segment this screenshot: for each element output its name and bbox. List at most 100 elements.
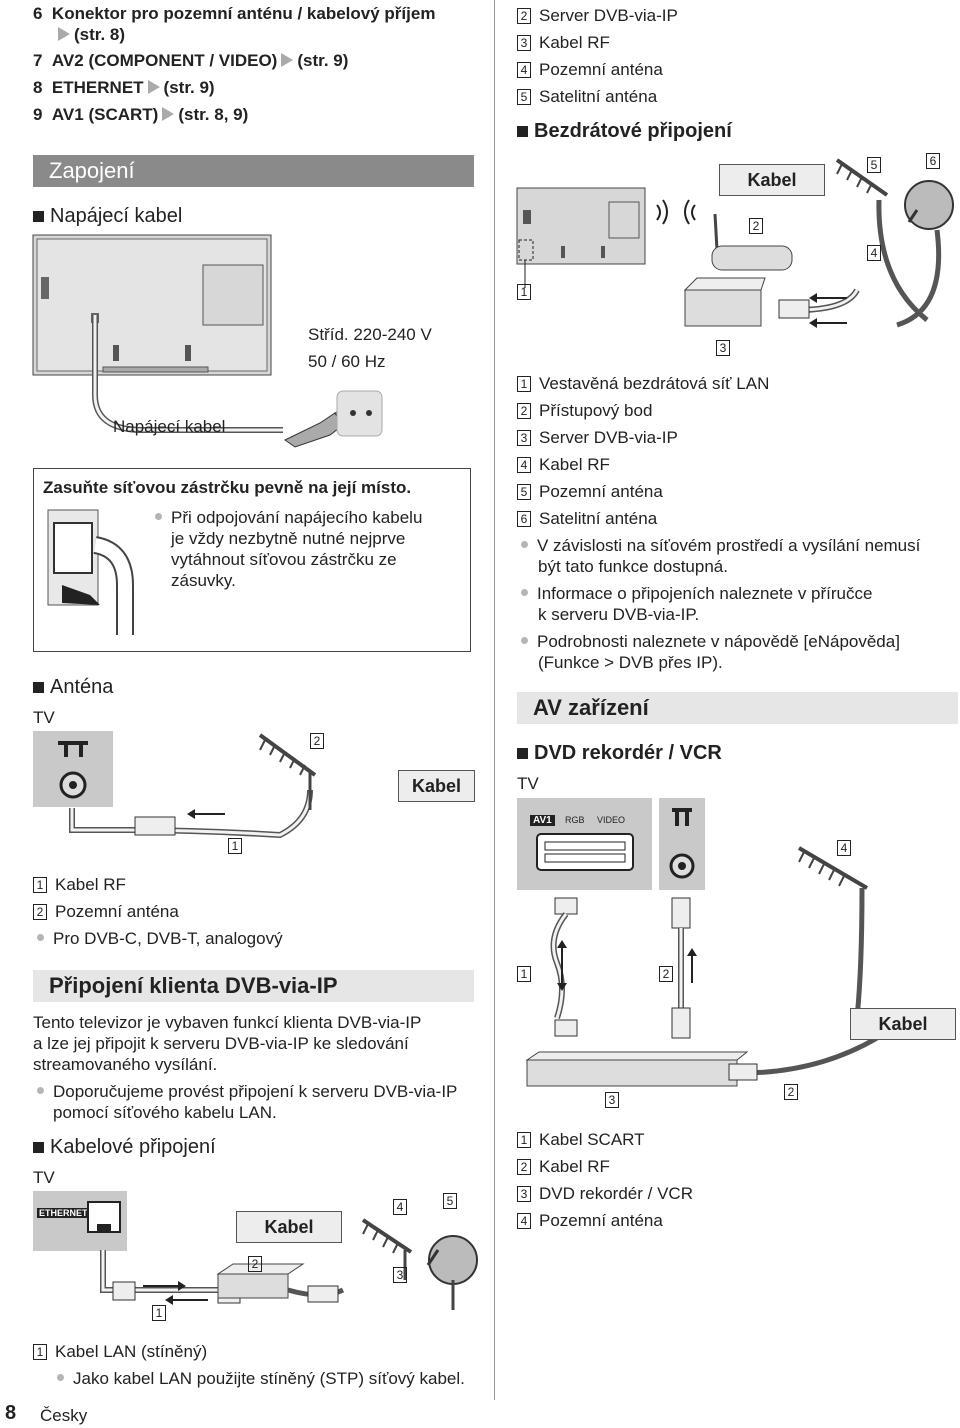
wired-label-1: 1 bbox=[152, 1305, 174, 1323]
wireless-label-1: 1 bbox=[517, 284, 539, 302]
power-box-title: Zasuňte síťovou zástrčku pevně na její m… bbox=[43, 478, 412, 497]
dvd-label-2b: 2 bbox=[784, 1084, 806, 1102]
top-list-item-7: 7 AV2 (COMPONENT / VIDEO)(str. 9) bbox=[33, 51, 349, 70]
dvb-ip-intro-1: Tento televizor je vybaven funkcí klient… bbox=[33, 1013, 422, 1032]
heading-napajeci-kabel: Napájecí kabel bbox=[33, 206, 182, 227]
dvd-diagram bbox=[525, 808, 879, 1087]
bullet-icon bbox=[37, 1087, 44, 1094]
arrow-right-icon bbox=[162, 107, 175, 121]
power-box-note-line-3: vytáhnout síťovou zástrčku ze bbox=[171, 550, 397, 569]
wired-label-2: 2 bbox=[248, 1256, 270, 1274]
square-bullet-icon bbox=[33, 1142, 44, 1153]
top-list-item-6: 6 Konektor pro pozemní anténu / kabelový… bbox=[33, 4, 436, 23]
wireless-label-5: 5 bbox=[867, 157, 889, 175]
dvd-kabel-box: Kabel bbox=[850, 1008, 956, 1040]
heading-kabelove: Kabelové připojení bbox=[33, 1137, 216, 1158]
bullet-icon bbox=[521, 637, 528, 644]
wireless-bullet-3a: Podrobnosti naleznete v nápovědě [eNápov… bbox=[521, 631, 900, 652]
square-bullet-icon bbox=[33, 211, 44, 222]
dvb-ip-intro-3: streamovaného vysílání. bbox=[33, 1055, 218, 1074]
dvd-label-3: 3 bbox=[605, 1092, 627, 1110]
heading-dvd: DVD rekordér / VCR bbox=[517, 743, 722, 764]
wired-label-3: 3 bbox=[393, 1267, 415, 1285]
dvb-ip-bullet-2: pomocí síťového kabelu LAN. bbox=[53, 1103, 277, 1122]
square-bullet-icon bbox=[33, 682, 44, 693]
dvd-label-2: 2 bbox=[659, 966, 681, 984]
page-language: Česky bbox=[40, 1406, 88, 1425]
power-cable-label: Napájecí kabel bbox=[113, 417, 226, 436]
top-list-item-9: 9 AV1 (SCART)(str. 8, 9) bbox=[33, 105, 249, 124]
antenna-connector-panel bbox=[33, 731, 113, 807]
square-bullet-icon bbox=[517, 748, 528, 759]
dvb-ip-intro-2: a lze jej připojit k serveru DVB-via-IP … bbox=[33, 1034, 409, 1053]
top-list-item-8: 8 ETHERNET(str. 9) bbox=[33, 78, 215, 97]
wireless-bullet-1b: být tato funkce dostupná. bbox=[538, 557, 728, 576]
arrow-right-icon bbox=[147, 80, 160, 94]
antena-tv-label: TV bbox=[33, 708, 55, 727]
dvd-label-1: 1 bbox=[517, 966, 539, 984]
antenna-label-1: 1 bbox=[228, 838, 250, 856]
wired-diagram bbox=[87, 1201, 478, 1310]
dvb-ip-bullet-1: Doporučujeme provést připojení k serveru… bbox=[37, 1081, 457, 1102]
section-bar-av-zarizeni: AV zařízení bbox=[517, 692, 958, 724]
bullet-icon bbox=[155, 513, 162, 520]
socket-plug-illustration bbox=[47, 509, 134, 635]
power-instruction-box bbox=[33, 468, 471, 652]
column-divider bbox=[494, 0, 495, 1400]
wireless-bullet-2b: k serveru DVB-via-IP. bbox=[538, 605, 700, 624]
antenna-label-2: 2 bbox=[310, 733, 332, 751]
arrow-right-icon bbox=[58, 27, 70, 41]
video-label: VIDEO bbox=[597, 815, 626, 825]
wireless-bullet-2a: Informace o připojeních naleznete v přír… bbox=[521, 583, 872, 604]
antenna-bullet: Pro DVB-C, DVB-T, analogový bbox=[37, 928, 283, 949]
wired-tv-label: TV bbox=[33, 1168, 55, 1187]
antenna-kabel-box: Kabel bbox=[398, 770, 475, 802]
wired-kabel-box: Kabel bbox=[236, 1211, 342, 1243]
bullet-icon bbox=[57, 1374, 64, 1381]
wired-label-4: 4 bbox=[393, 1199, 415, 1217]
bullet-icon bbox=[37, 934, 44, 941]
power-voltage: Stříd. 220-240 V bbox=[308, 325, 432, 344]
antenna-diagram bbox=[69, 733, 317, 839]
rgb-label: RGB bbox=[565, 815, 585, 825]
page-number: 8 bbox=[5, 1402, 17, 1424]
wireless-label-2: 2 bbox=[749, 218, 771, 236]
wired-bullet: Jako kabel LAN použijte stíněný (STP) sí… bbox=[57, 1368, 465, 1389]
bullet-icon bbox=[521, 589, 528, 596]
top-list-item-6-ref: (str. 8) bbox=[54, 24, 125, 45]
square-bullet-icon bbox=[517, 126, 528, 137]
wireless-diagram bbox=[516, 158, 954, 328]
power-frequency: 50 / 60 Hz bbox=[308, 352, 386, 371]
dvd-label-4: 4 bbox=[837, 840, 859, 858]
power-box-note-line-4: zásuvky. bbox=[171, 571, 236, 590]
dvd-tv-label: TV bbox=[517, 774, 539, 793]
wired-label-5: 5 bbox=[443, 1193, 465, 1211]
section-bar-zapojeni: Zapojení bbox=[33, 155, 474, 187]
arrow-right-icon bbox=[281, 53, 294, 67]
wireless-kabel-box: Kabel bbox=[719, 164, 825, 196]
wireless-label-4: 4 bbox=[867, 245, 889, 263]
bullet-icon bbox=[521, 541, 528, 548]
ethernet-label: ETHERNET bbox=[37, 1208, 90, 1218]
section-bar-dvb-ip: Připojení klienta DVB-via-IP bbox=[33, 970, 474, 1002]
wireless-bullet-3b: (Funkce > DVB přes IP). bbox=[538, 653, 723, 672]
power-plug-icon bbox=[284, 390, 383, 448]
wireless-bullet-1a: V závislosti na síťovém prostředí a vysí… bbox=[521, 535, 920, 556]
wireless-label-6: 6 bbox=[926, 153, 948, 171]
